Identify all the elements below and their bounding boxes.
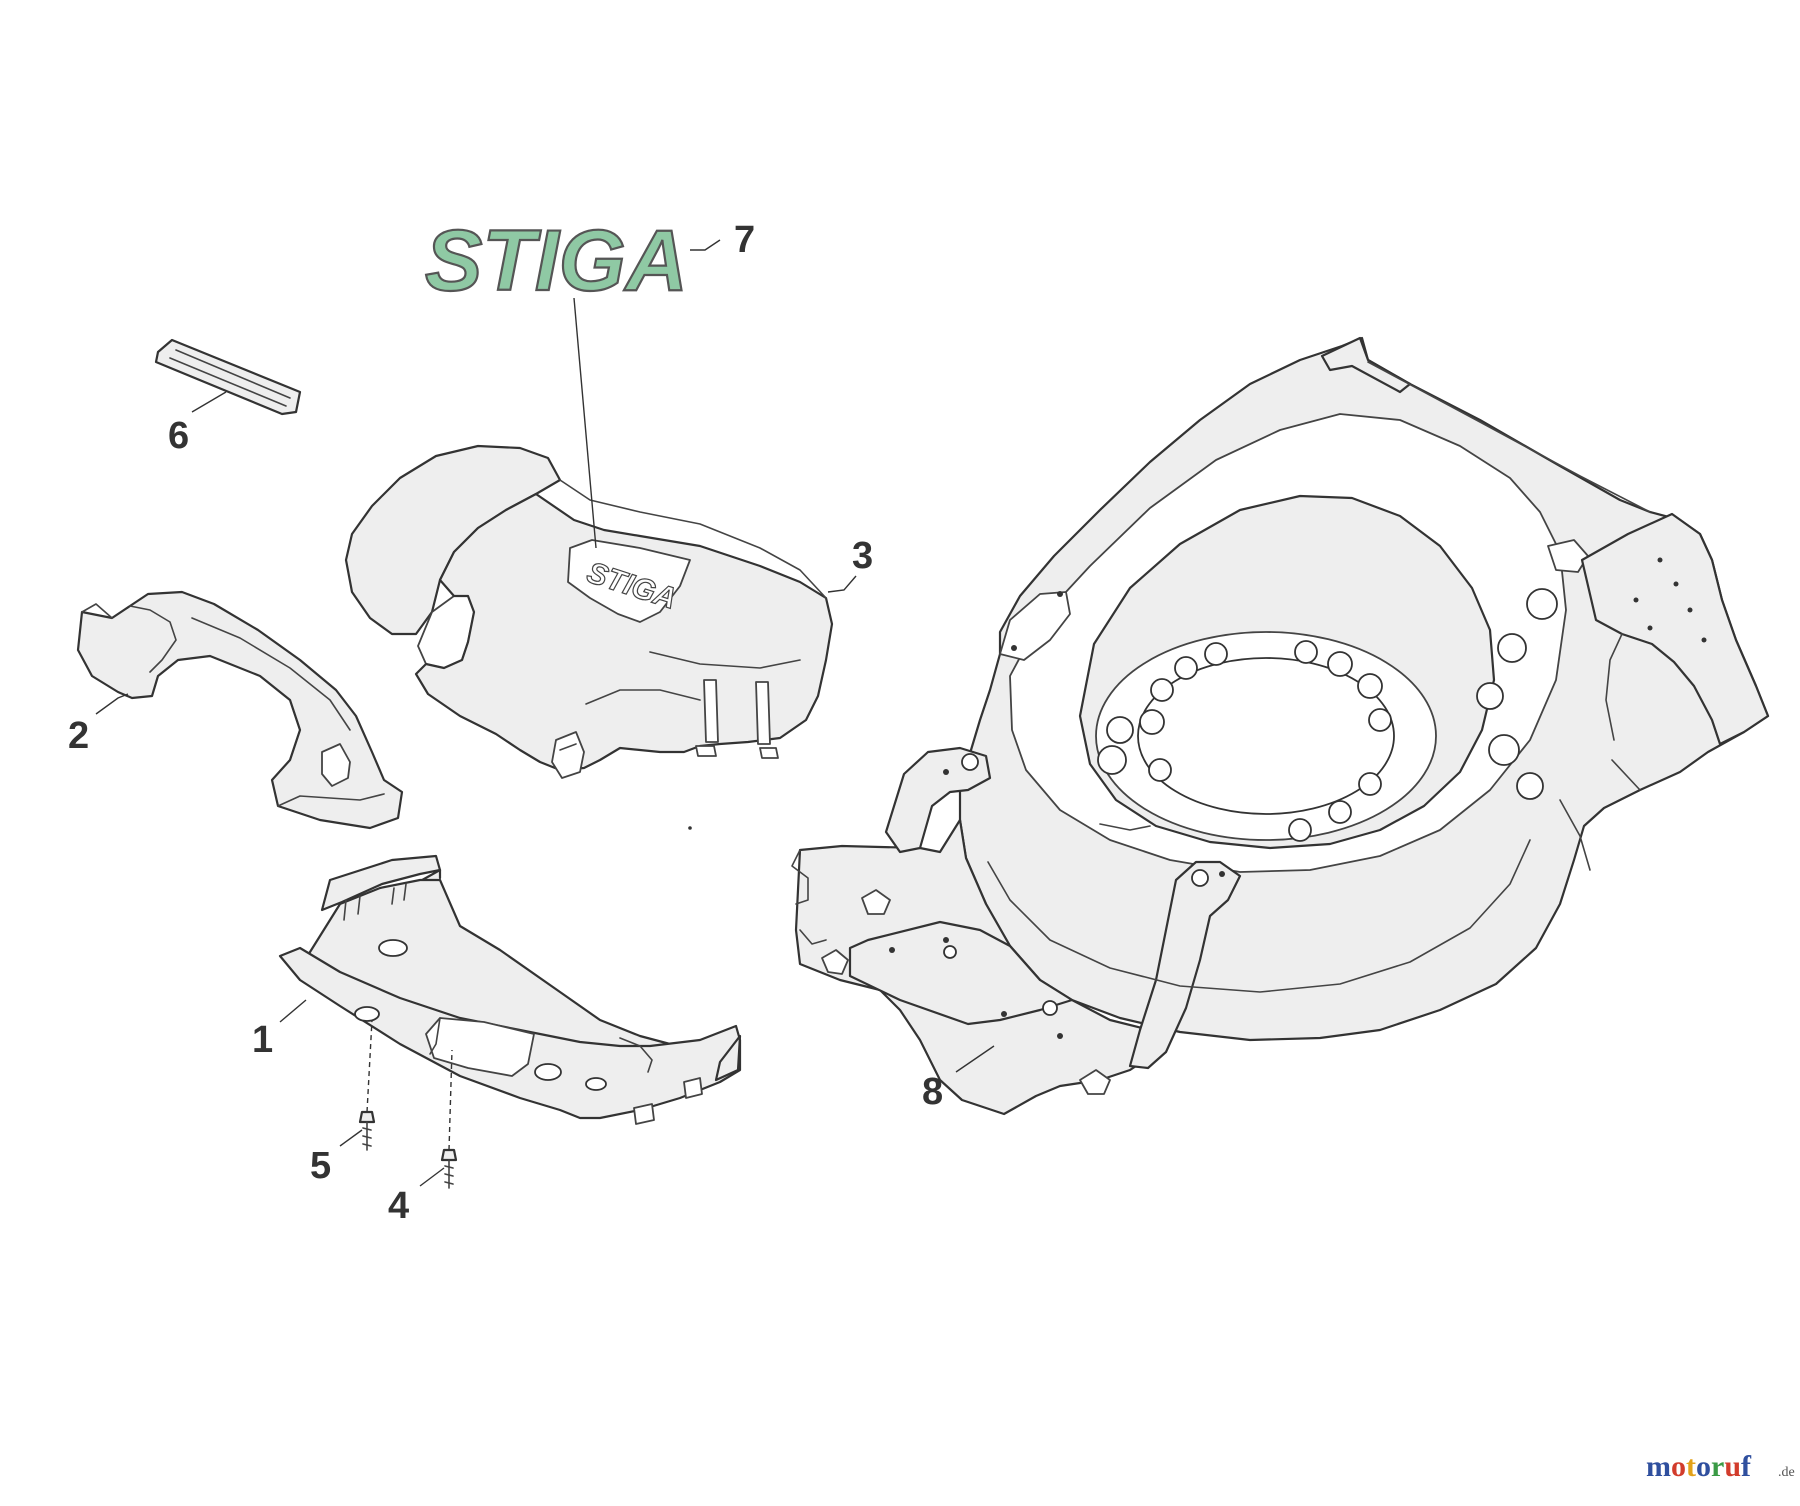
callout-7: 7 — [734, 219, 755, 261]
watermark-letter: o — [1671, 1450, 1686, 1483]
watermark-letter: t — [1686, 1450, 1696, 1483]
watermark-suffix: .de — [1778, 1465, 1795, 1480]
callout-3: 3 — [852, 535, 873, 577]
part-8-mower-deck — [791, 336, 1770, 1116]
part-5-screw — [358, 1110, 376, 1151]
leader-lines — [95, 239, 995, 1187]
callout-1: 1 — [252, 1019, 273, 1061]
watermark-letter: f — [1741, 1450, 1752, 1483]
watermark-letter: o — [1696, 1450, 1711, 1483]
part-6-strip — [154, 338, 302, 416]
callout-labels: 7 6 3 2 1 5 4 8 — [68, 219, 943, 1227]
callout-4: 4 — [388, 1185, 409, 1227]
watermark-letter: m — [1646, 1450, 1671, 1483]
part-2-handle-bar — [76, 590, 404, 830]
leader-4 — [419, 1167, 445, 1187]
logo-decal-text: STIGA — [425, 213, 688, 309]
callout-5: 5 — [310, 1145, 331, 1187]
watermark-letter: u — [1724, 1450, 1741, 1483]
leader-7 — [690, 239, 721, 251]
leader-dash-5 — [366, 1019, 373, 1113]
leader-1 — [279, 999, 307, 1023]
callout-2: 2 — [68, 715, 89, 757]
callout-6: 6 — [168, 415, 189, 457]
part-1-front-cover — [278, 854, 742, 1125]
watermark-motoruf: motoruf .de — [1646, 1450, 1795, 1483]
part-3-hood-cover: STIGA — [344, 444, 834, 830]
callout-8: 8 — [922, 1071, 943, 1113]
leader-dash-4 — [448, 1049, 453, 1151]
leader-6 — [191, 391, 227, 413]
leader-5 — [339, 1129, 363, 1147]
leader-8 — [955, 1045, 995, 1073]
leader-3 — [827, 575, 857, 593]
part-4-screw — [440, 1148, 458, 1189]
leader-7-to-hood — [573, 297, 597, 549]
part-7-logo-decal: STIGA — [424, 212, 689, 310]
watermark-text: motoruf — [1646, 1450, 1752, 1483]
leader-2 — [95, 693, 129, 715]
watermark-letter: r — [1711, 1450, 1724, 1483]
